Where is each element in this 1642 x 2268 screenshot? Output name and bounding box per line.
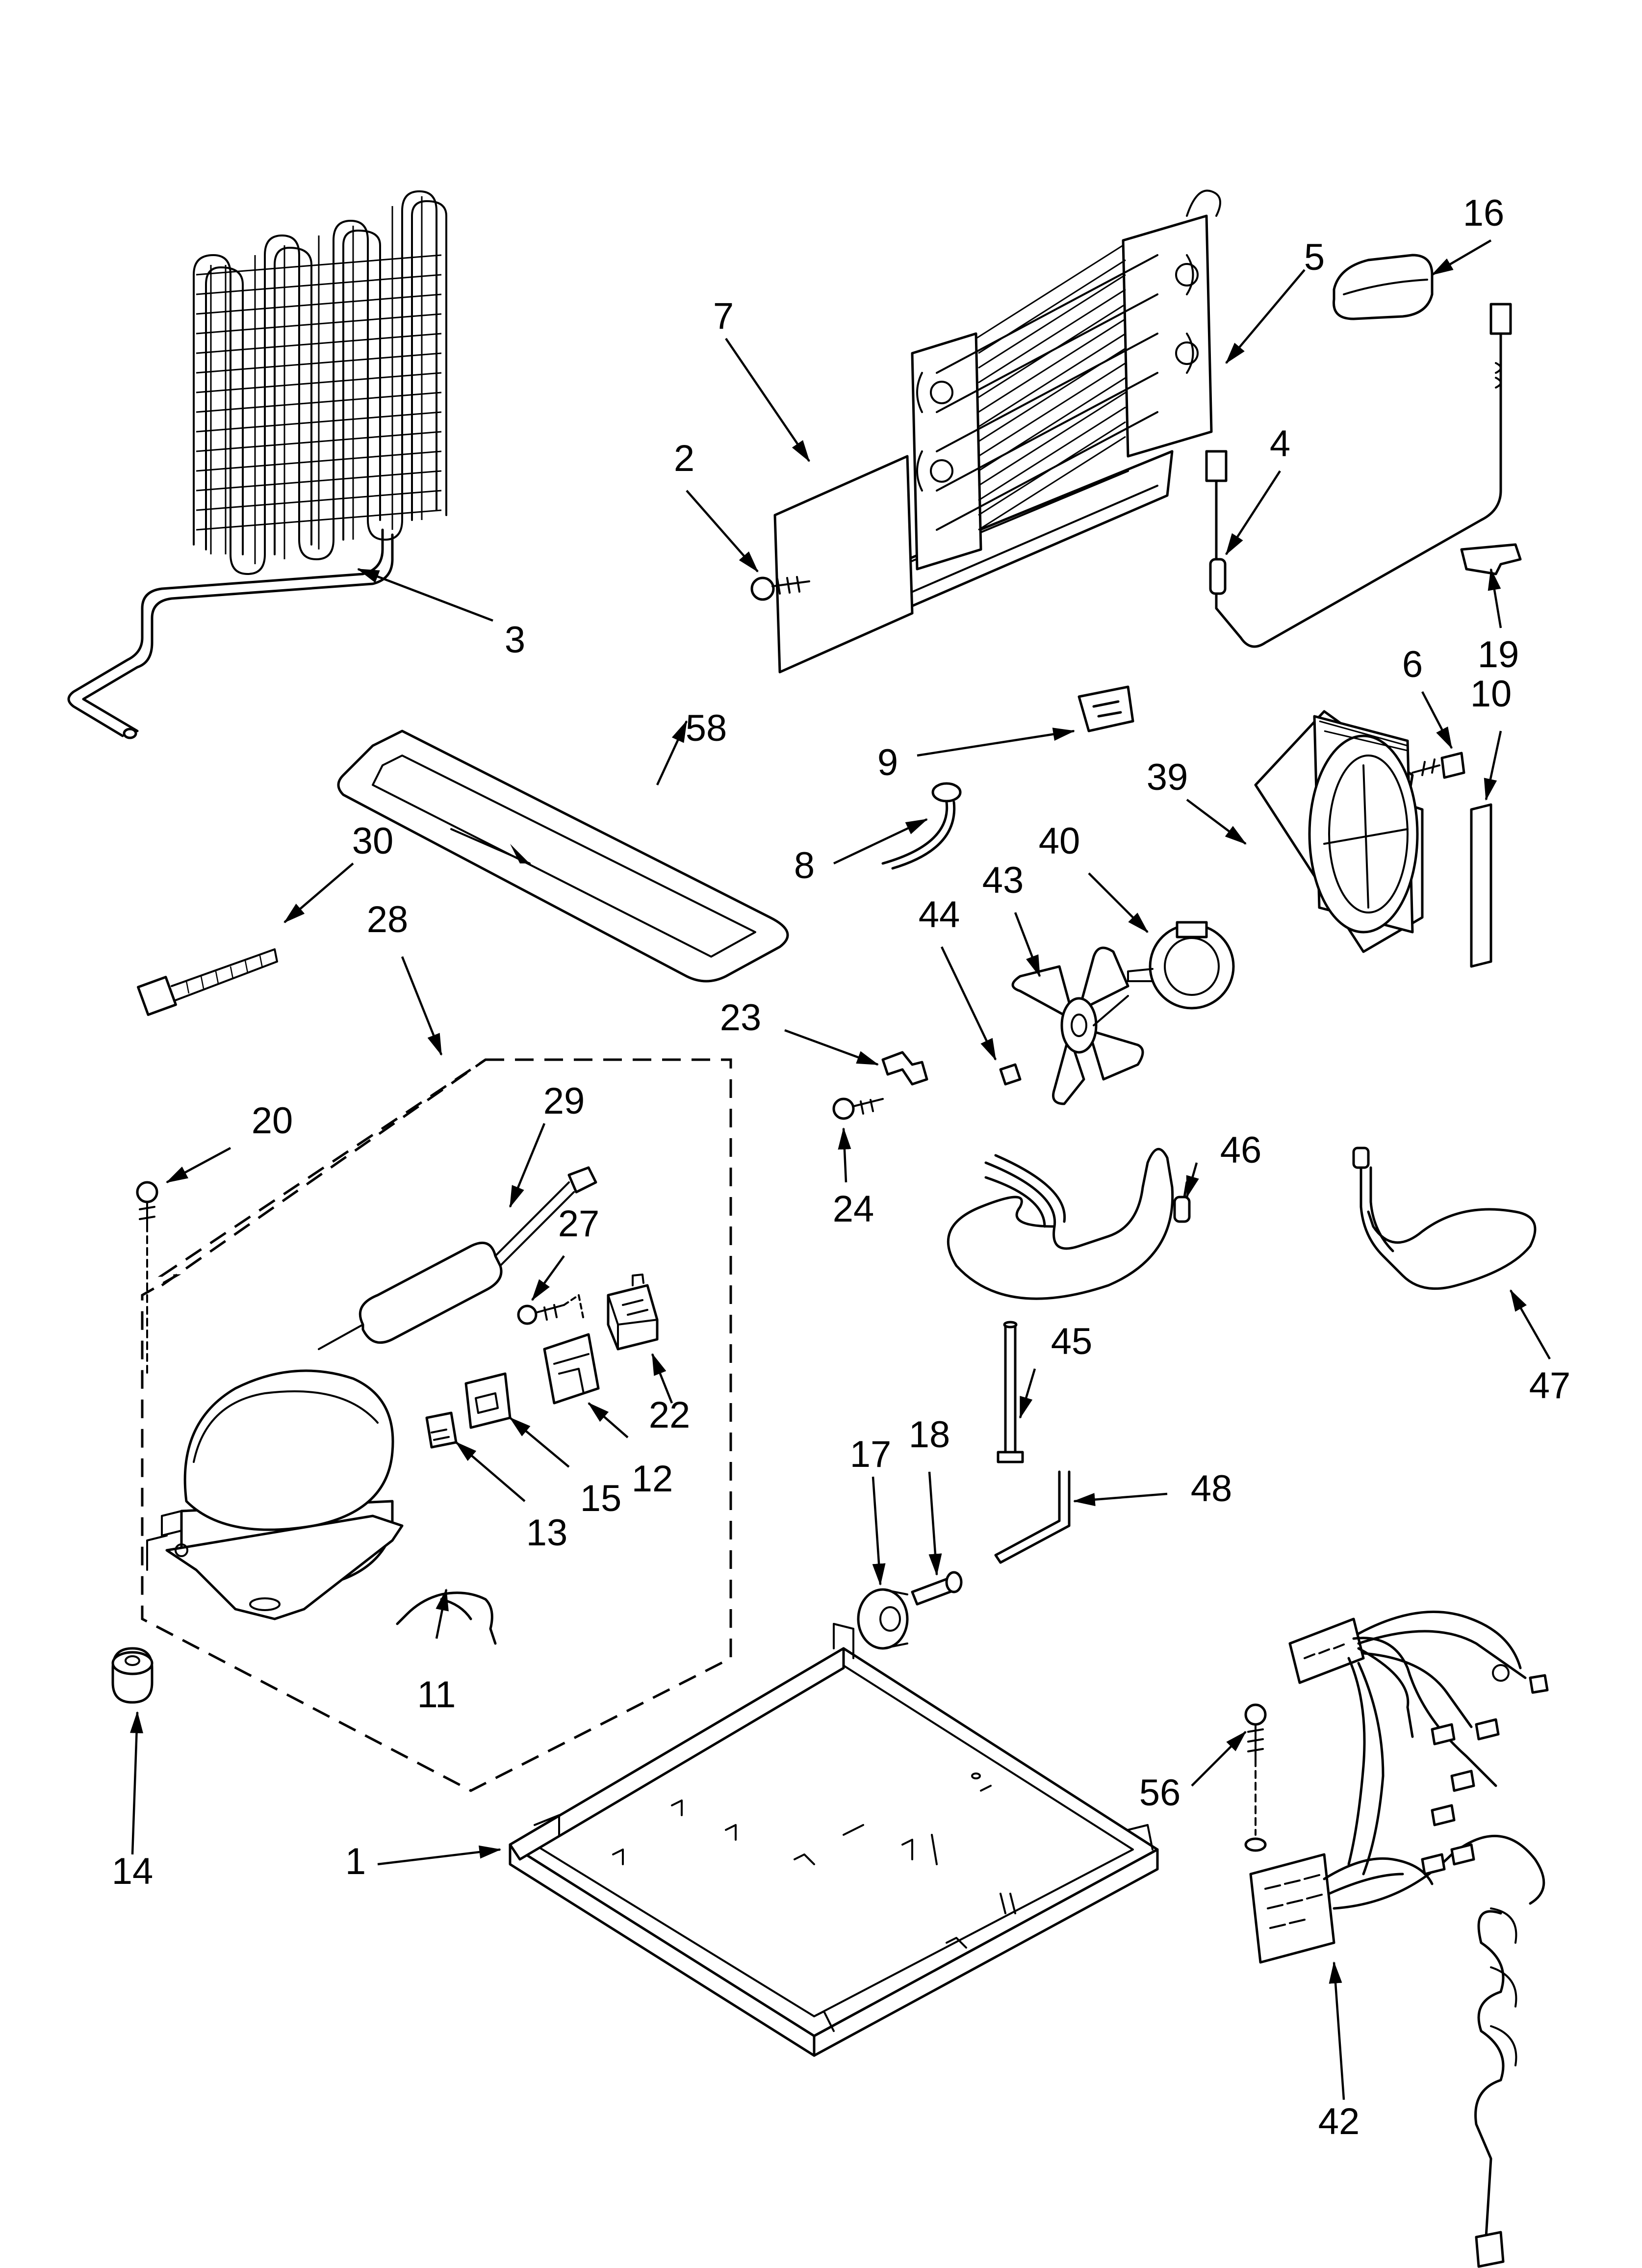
kit-outline-28 bbox=[141, 1058, 732, 1792]
callout-5: 5 bbox=[1304, 236, 1325, 278]
callout-15: 15 bbox=[580, 1478, 622, 1519]
bracket-23 bbox=[881, 1051, 928, 1086]
wire-harness-42 bbox=[1249, 1610, 1549, 2268]
evaporator-assembly bbox=[750, 189, 1221, 674]
callout-23: 23 bbox=[720, 997, 762, 1039]
callout-30: 30 bbox=[352, 820, 394, 862]
drier-29 bbox=[318, 1166, 597, 1350]
callout-19: 19 bbox=[1478, 634, 1519, 676]
callout-4: 4 bbox=[1270, 423, 1290, 465]
callout-9: 9 bbox=[877, 742, 898, 783]
screw-6 bbox=[1411, 752, 1465, 779]
callout-6: 6 bbox=[1402, 644, 1423, 685]
callout-20: 20 bbox=[252, 1100, 293, 1142]
callout-12: 12 bbox=[632, 1458, 673, 1500]
screw-20 bbox=[136, 1181, 158, 1375]
callout-7: 7 bbox=[713, 295, 734, 337]
callout-39: 39 bbox=[1147, 756, 1188, 798]
pin-45 bbox=[997, 1321, 1024, 1463]
base-frame-1 bbox=[509, 1623, 1159, 2057]
callout-18: 18 bbox=[909, 1414, 950, 1456]
callout-1: 1 bbox=[345, 1841, 366, 1882]
drain-trough-58 bbox=[337, 730, 789, 983]
cable-tie-30 bbox=[137, 948, 278, 1016]
compressor bbox=[146, 1369, 404, 1620]
fan-motor-40 bbox=[1127, 921, 1235, 1010]
fan-shroud-39 bbox=[1254, 710, 1424, 953]
sensor-8 bbox=[881, 782, 962, 870]
screw-27 bbox=[517, 1294, 585, 1325]
callout-17: 17 bbox=[850, 1434, 892, 1475]
callout-2: 2 bbox=[674, 438, 694, 479]
overload-15 bbox=[464, 1372, 512, 1429]
callout-13: 13 bbox=[526, 1512, 568, 1554]
callout-48: 48 bbox=[1191, 1468, 1232, 1510]
callout-43: 43 bbox=[982, 860, 1024, 901]
terminal-13 bbox=[425, 1411, 458, 1449]
callout-47: 47 bbox=[1529, 1365, 1571, 1407]
leader-lines bbox=[130, 239, 1551, 2100]
relay-12 bbox=[543, 1333, 600, 1405]
callout-45: 45 bbox=[1051, 1321, 1093, 1362]
plug-22 bbox=[607, 1274, 659, 1351]
callout-24: 24 bbox=[833, 1188, 874, 1230]
callout-46: 46 bbox=[1220, 1129, 1262, 1171]
callout-28: 28 bbox=[367, 899, 409, 940]
callout-10: 10 bbox=[1470, 673, 1512, 715]
callout-29: 29 bbox=[543, 1080, 585, 1122]
callout-labels: 1 2 3 4 5 6 7 8 9 10 11 12 13 14 15 16 1… bbox=[112, 192, 1571, 2142]
callout-58: 58 bbox=[686, 707, 727, 749]
nut-44 bbox=[999, 1063, 1022, 1086]
callout-56: 56 bbox=[1139, 1772, 1181, 1814]
callout-16: 16 bbox=[1463, 192, 1505, 234]
tube-48 bbox=[994, 1470, 1071, 1564]
callout-27: 27 bbox=[558, 1203, 600, 1245]
callout-42: 42 bbox=[1318, 2101, 1360, 2142]
drain-tube-47 bbox=[1352, 1147, 1537, 1290]
clip-11 bbox=[396, 1591, 497, 1645]
callout-3: 3 bbox=[505, 619, 525, 661]
strip-10 bbox=[1470, 803, 1492, 968]
callout-8: 8 bbox=[794, 845, 815, 886]
screw-56 bbox=[1244, 1703, 1267, 1852]
bracket-9 bbox=[1078, 685, 1134, 732]
condenser-coil bbox=[67, 190, 447, 739]
defrost-thermostat-4 bbox=[1205, 303, 1512, 648]
callout-44: 44 bbox=[919, 894, 960, 936]
axle-18 bbox=[911, 1571, 963, 1606]
callout-14: 14 bbox=[112, 1851, 154, 1892]
callout-40: 40 bbox=[1039, 820, 1080, 862]
roller-17 bbox=[857, 1588, 909, 1650]
screw-2 bbox=[750, 576, 810, 601]
screw-24 bbox=[832, 1097, 884, 1120]
cap-16 bbox=[1333, 254, 1434, 320]
callout-11: 11 bbox=[417, 1674, 456, 1716]
grommet-14 bbox=[111, 1647, 154, 1704]
callout-22: 22 bbox=[649, 1394, 691, 1436]
fan-blade-43 bbox=[1011, 946, 1144, 1105]
tube-46 bbox=[947, 1147, 1191, 1300]
clip-19 bbox=[1460, 543, 1522, 575]
